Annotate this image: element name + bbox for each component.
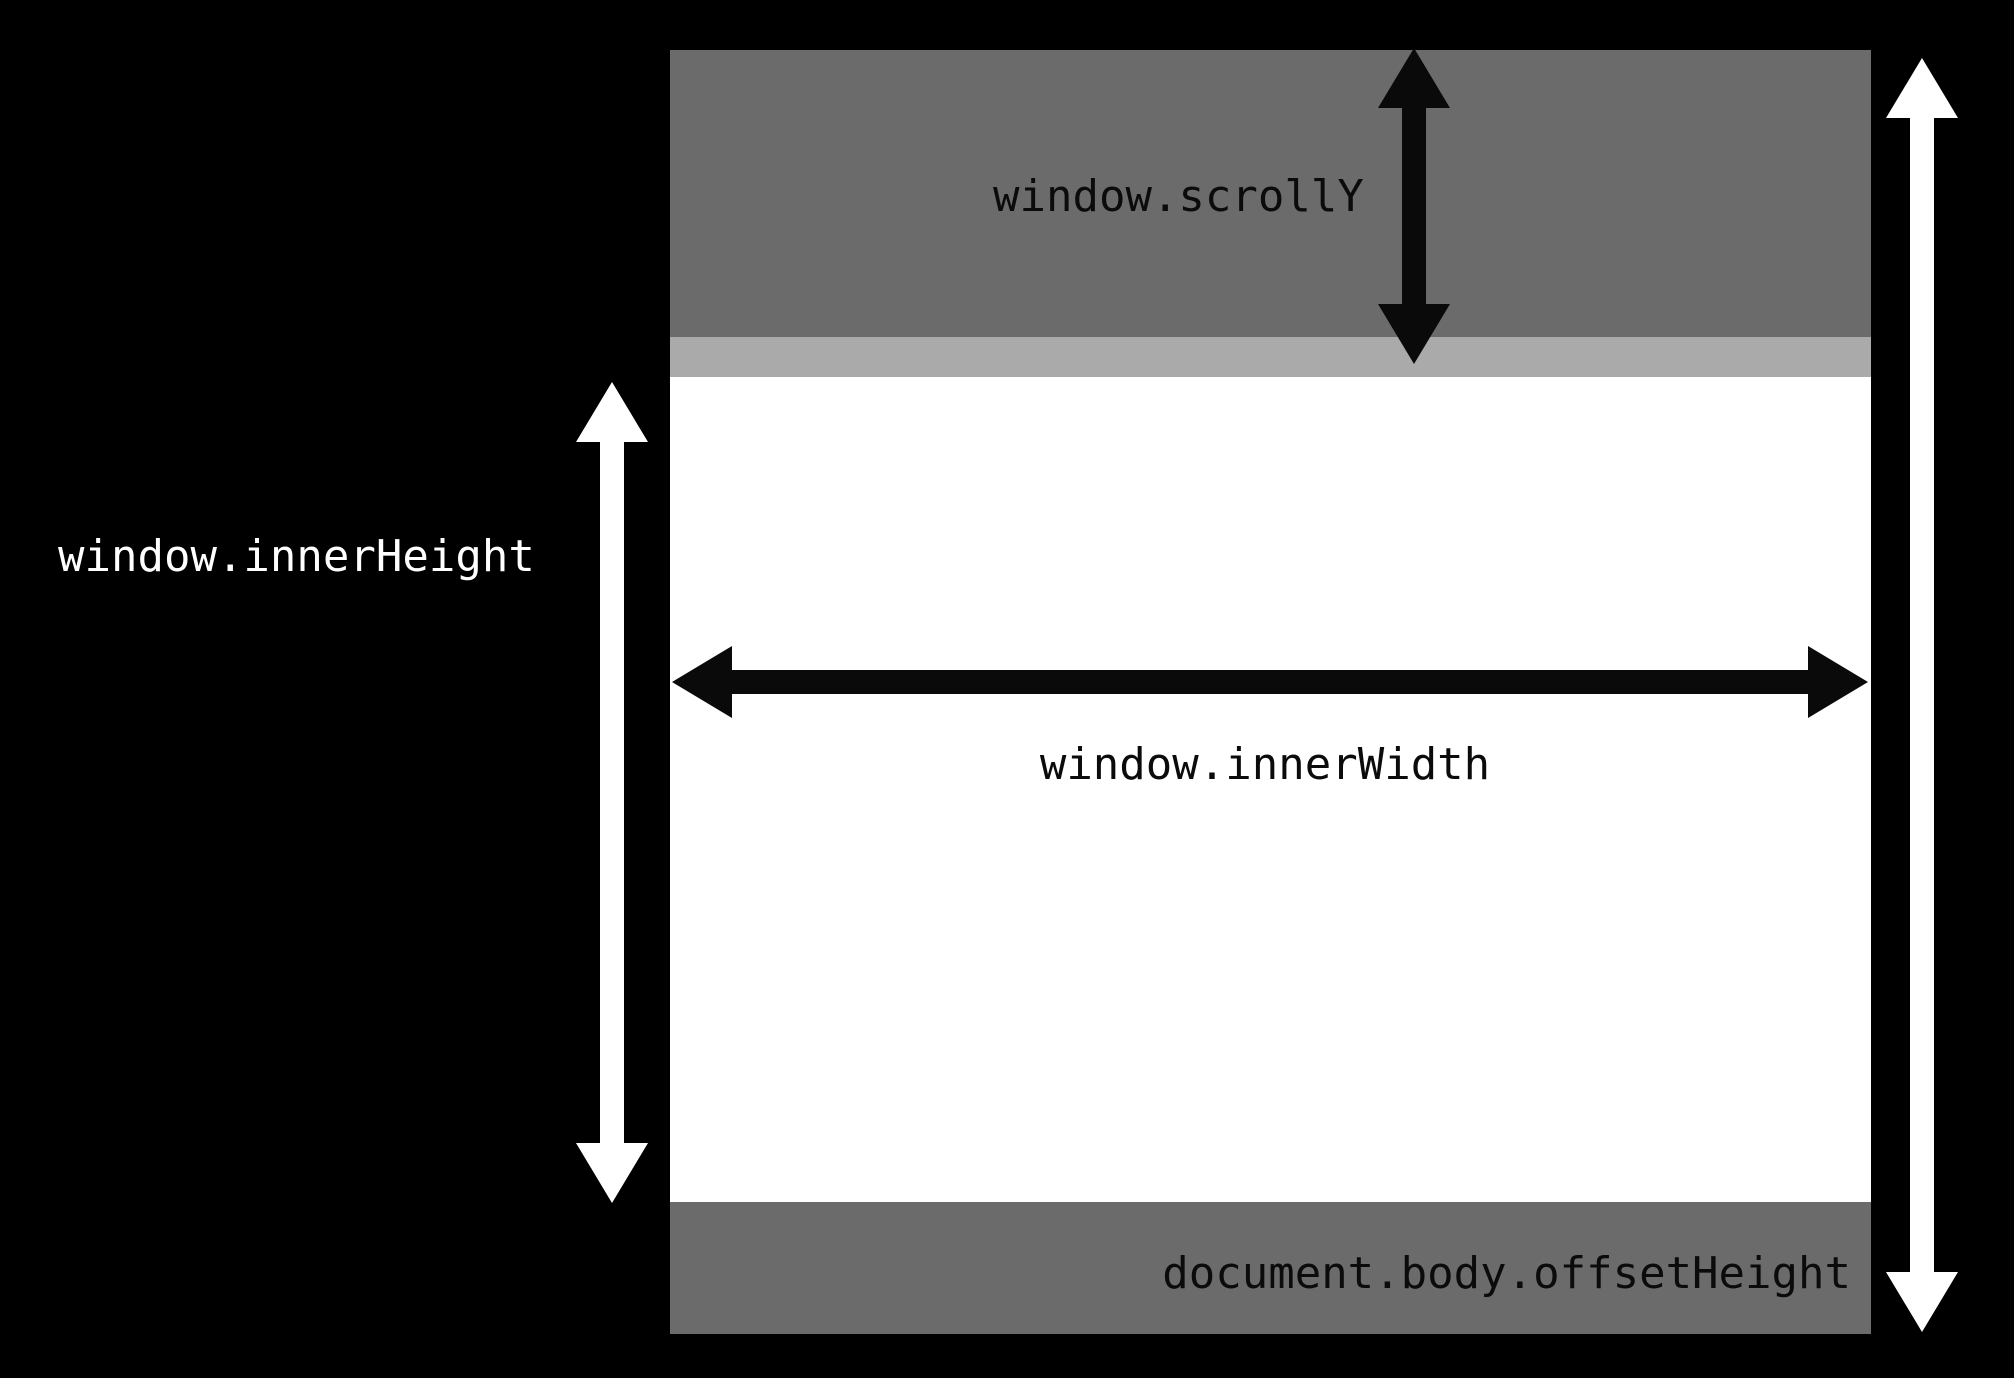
viewport-region: [670, 377, 1871, 1202]
offset-height-label: document.body.offsetHeight: [1162, 1248, 1851, 1299]
inner-width-arrow-icon: [672, 646, 1868, 718]
inner-height-arrow-icon: [576, 382, 648, 1203]
below-viewport-region: [670, 1202, 1871, 1334]
document-height-arrow-icon: [1886, 58, 1958, 1332]
inner-width-label: window.innerWidth: [1039, 739, 1491, 790]
document-rectangle: [670, 50, 1871, 1334]
scrolled-past-region: [670, 50, 1871, 337]
scroll-y-label: window.scrollY: [993, 171, 1364, 222]
inner-height-label: window.innerHeight: [58, 531, 535, 582]
scroll-boundary-strip: [670, 337, 1871, 377]
scroll-y-arrow-icon: [1378, 48, 1450, 364]
